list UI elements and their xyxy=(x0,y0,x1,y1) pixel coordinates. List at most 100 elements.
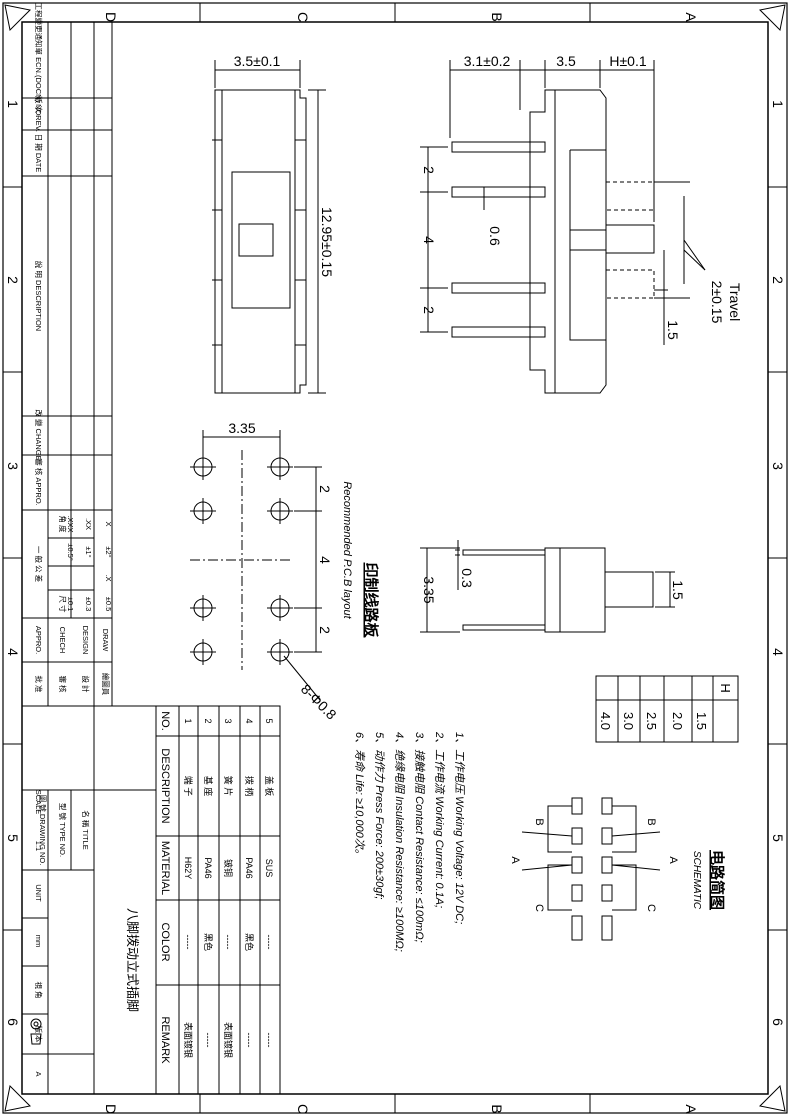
dim-pcb-rows-c: 2 xyxy=(317,626,333,634)
zone-number-left-4: 4 xyxy=(5,648,21,656)
unit-value: mm xyxy=(34,935,43,948)
revision-block xyxy=(22,22,156,707)
table-row: 铍铜 xyxy=(223,859,234,877)
pcb-title-en: Recommended P.C.B layout xyxy=(341,481,353,619)
table-row: 表面镀银 xyxy=(183,1022,194,1058)
design-cn-label: 設 計 xyxy=(81,675,91,693)
spec-item: 2、工作电流 Working Current: 0.1A; xyxy=(433,731,446,908)
bom-header-remark: REMARK xyxy=(159,1016,171,1064)
appro-cn-label: 批 准 xyxy=(34,675,44,693)
tol-general-label: 一 般 公 差 xyxy=(34,546,44,583)
zone-letter-top-c: C xyxy=(295,12,311,22)
top-view xyxy=(212,60,326,394)
table-row: 盖 板 xyxy=(264,776,275,797)
zone-letter-top-d: D xyxy=(103,12,119,22)
table-row: ----- xyxy=(244,1033,254,1048)
table-row: 簧 片 xyxy=(223,776,234,797)
spec-item: 3、接触电阻 Contact Resistance: ≤100mΩ; xyxy=(413,732,426,943)
table-row: H62Y xyxy=(183,857,193,880)
change-label: 改 變 CHANGE xyxy=(34,409,44,460)
table-row: 5 xyxy=(264,718,274,723)
table-row: ----- xyxy=(223,935,233,950)
tol-xx-label: .XX xyxy=(84,518,93,530)
scale-value: 1:1 xyxy=(34,841,43,851)
zone-letter-top-a: A xyxy=(683,12,699,22)
pcb-title-cn: 印制线路板 xyxy=(362,562,380,638)
schematic-label: B xyxy=(645,818,657,825)
tol-a1: ±2° xyxy=(104,546,113,557)
zone-number-right-6: 6 xyxy=(770,1018,786,1026)
rev-label: 版 次 REV. xyxy=(34,96,44,132)
bom-header-description: DESCRIPTION xyxy=(159,748,171,823)
projection-symbol-icon xyxy=(30,1018,42,1045)
dim-top-width: 3.5±0.1 xyxy=(234,53,281,69)
h-table-value: 2.0 xyxy=(670,712,685,730)
table-row: PA46 xyxy=(203,857,213,878)
design-label: DESIGN xyxy=(81,626,90,655)
table-row: 端 子 xyxy=(183,776,194,797)
tol-a2: ±1° xyxy=(84,546,93,557)
table-row: 黑色 xyxy=(244,933,255,951)
zone-number-right-3: 3 xyxy=(770,462,786,470)
bottom-view xyxy=(420,540,675,633)
side-view xyxy=(420,60,706,394)
zone-number-right-4: 4 xyxy=(770,648,786,656)
dim-bottom-handle: 1.5 xyxy=(670,580,686,600)
tol-a3: ±0.5° xyxy=(66,543,75,561)
dim-travel-label: Travel xyxy=(727,283,743,321)
table-row: ----- xyxy=(183,935,193,950)
dim-pcb-holes: 8-Φ0.8 xyxy=(298,681,340,723)
corner-arrow-tr xyxy=(758,4,786,32)
schematic-label: B xyxy=(533,818,545,825)
zone-number-left-3: 3 xyxy=(5,462,21,470)
zone-number-right-2: 2 xyxy=(770,276,786,284)
schematic-title-cn: 电路简图 xyxy=(708,850,726,910)
zone-letter-bottom-c: C xyxy=(295,1104,311,1114)
table-row: 表面镀银 xyxy=(223,1022,234,1058)
dim-handle: 1.5 xyxy=(665,320,681,340)
dim-bottom-width: 3.35 xyxy=(421,576,437,603)
spec-item: 1、工作电压 Working Voltage: 12V DC; xyxy=(453,732,466,924)
table-row: ----- xyxy=(203,1033,213,1048)
table-row: 基 座 xyxy=(203,776,214,797)
dim-height: 12.95±0.15 xyxy=(319,207,335,277)
table-row: 1 xyxy=(183,718,193,723)
ecn-label: 工程變更通知單 ECN.(DOCN) NO. xyxy=(34,3,44,118)
bom-table xyxy=(155,705,281,1095)
check-label: CHECH xyxy=(58,627,67,654)
version-value: A xyxy=(34,1071,43,1076)
tol-angle-label: 角 度 xyxy=(58,515,68,533)
schematic-label: A xyxy=(509,856,521,864)
dim-pin-width: 0.6 xyxy=(487,226,503,246)
description-label: 說 明 DESCRIPTION xyxy=(34,261,44,331)
bom-header-no: NO. xyxy=(159,711,171,731)
corner-arrow-br xyxy=(758,1084,786,1112)
tol-s-x: .X xyxy=(104,574,113,581)
table-row: PA46 xyxy=(244,857,254,878)
dim-pcb-rows-a: 2 xyxy=(317,485,333,493)
dim-side-c: H±0.1 xyxy=(609,53,646,69)
dim-side-a: 3.1±0.2 xyxy=(464,53,511,69)
table-row: ----- xyxy=(264,935,274,950)
table-row: 2 xyxy=(203,718,213,723)
zone-letter-bottom-b: B xyxy=(489,1104,505,1113)
schematic-label: A xyxy=(667,856,679,864)
appro-label: APPRO. xyxy=(34,626,43,654)
h-table-header: H xyxy=(718,683,733,692)
tol-size-label: 尺 寸 xyxy=(58,595,68,613)
h-table-value: 2.5 xyxy=(644,712,659,730)
spec-item: 5、动作力 Press Force: 200±30gf; xyxy=(373,732,386,899)
tol-x-label: X xyxy=(104,521,113,526)
drawing-no-label: 圖 號 DRAWING NO. xyxy=(38,795,48,866)
corner-arrow-tl xyxy=(4,4,32,32)
check-cn-label: 審 核 xyxy=(58,675,68,693)
spec-item: 6、寿命 Life: ≥10,000次。 xyxy=(353,732,366,860)
tol-s3: ±0.1 xyxy=(66,597,75,612)
spec-item: 4、绝缘电阻 Insulation Resistance: ≥100MΩ; xyxy=(393,732,406,952)
table-row: 3 xyxy=(223,718,233,723)
zone-letter-bottom-a: A xyxy=(683,1104,699,1114)
dim-bottom-pin: 0.3 xyxy=(459,568,475,588)
zone-number-left-2: 2 xyxy=(5,276,21,284)
view-label: 視 角 xyxy=(34,981,44,998)
